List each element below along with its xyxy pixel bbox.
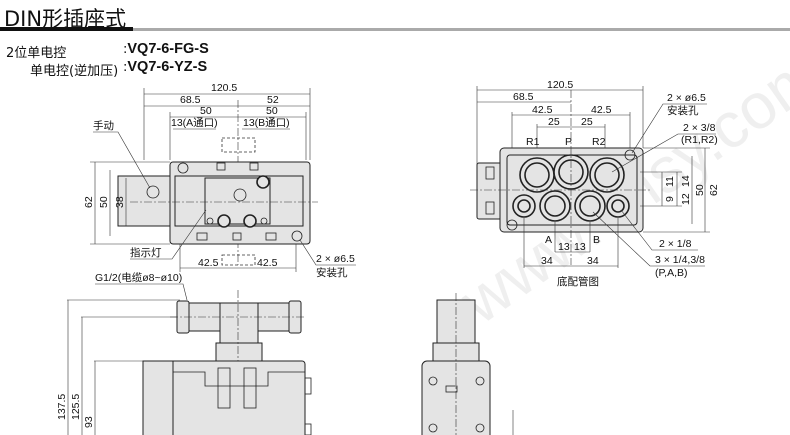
dim-9: 9	[664, 196, 676, 202]
callout-hole-size: 2 × ø6.5	[667, 92, 706, 104]
dim-25-right: 25	[581, 116, 593, 128]
dim-42-5-right: 42.5	[257, 257, 278, 269]
label-cable: G1/2(电缆ø8~ø10)	[95, 271, 182, 284]
label-mount-hole: 安装孔	[316, 266, 348, 279]
dim-38: 38	[114, 196, 126, 208]
base-view: 120.5 68.5 42.5 42.5 25 25 R1 P R2	[470, 79, 720, 288]
dim-62: 62	[708, 184, 720, 196]
model-label: 单电控(逆加压)	[30, 64, 119, 79]
port-label-r2: R2	[592, 136, 606, 148]
dim-120-5: 120.5	[211, 82, 237, 94]
dim-port-b: 13(B通口)	[243, 117, 290, 129]
dim-34-a: 34	[541, 255, 553, 267]
dim-120-5: 120.5	[547, 79, 573, 91]
label-manual: 手动	[93, 119, 114, 132]
dim-13-a: 13	[558, 241, 570, 253]
front-view: 137.5 125.5 93	[56, 290, 312, 435]
top-view: 120.5 68.5 52 50 50 13(A通口) 13(B通口)	[83, 82, 356, 301]
title-underline	[0, 27, 133, 31]
model-row-2: 单电控(逆加压) :VQ7-6-YZ-S	[30, 59, 208, 79]
dim-137-5: 137.5	[56, 394, 68, 420]
dim-42-5-left: 42.5	[532, 104, 553, 116]
port-label-r1: R1	[526, 136, 540, 148]
dim-42-5-right: 42.5	[591, 104, 612, 116]
dim-125-5: 125.5	[70, 394, 82, 420]
dim-14: 14	[680, 175, 692, 187]
dim-12: 12	[680, 193, 692, 205]
dim-11: 11	[664, 176, 676, 187]
dim-25-left: 25	[548, 116, 560, 128]
label-mount-hole-size: 2 × ø6.5	[316, 253, 355, 265]
port-label-a: A	[545, 234, 552, 246]
label-indicator: 指示灯	[130, 246, 162, 259]
port-label-p: P	[565, 136, 572, 148]
port-label-b: B	[593, 234, 600, 246]
dim-52: 52	[267, 94, 279, 106]
dim-62: 62	[83, 196, 95, 208]
dim-68-5: 68.5	[513, 91, 534, 103]
model-row-1: 2位单电控 :VQ7-6-FG-S	[6, 41, 209, 61]
model-code: VQ7-6-FG-S	[127, 41, 209, 57]
dim-93: 93	[83, 416, 95, 428]
model-code: VQ7-6-YZ-S	[127, 59, 208, 75]
dim-42-5-left: 42.5	[198, 257, 219, 269]
callout-main-ports: (P,A,B)	[655, 267, 687, 279]
side-view	[421, 293, 514, 435]
dim-68-5: 68.5	[180, 94, 201, 106]
callout-main: 3 × 1/4,3/8	[655, 254, 705, 266]
callout-exhaust: 2 × 3/8	[683, 122, 716, 134]
callout-pilot: 2 × 1/8	[659, 238, 692, 250]
callout-hole-label: 安装孔	[667, 104, 699, 117]
title-rule	[133, 28, 790, 31]
dim-50: 50	[98, 196, 110, 208]
dim-13-b: 13	[574, 241, 586, 253]
dim-50: 50	[694, 184, 706, 196]
dim-34-b: 34	[587, 255, 599, 267]
model-label: 2位单电控	[6, 46, 67, 61]
dim-50-right: 50	[266, 105, 278, 117]
base-view-caption: 底配管图	[557, 275, 599, 288]
dim-50-left: 50	[200, 105, 212, 117]
dim-port-a: 13(A通口)	[171, 117, 218, 129]
callout-exhaust-ports: (R1,R2)	[681, 134, 718, 146]
